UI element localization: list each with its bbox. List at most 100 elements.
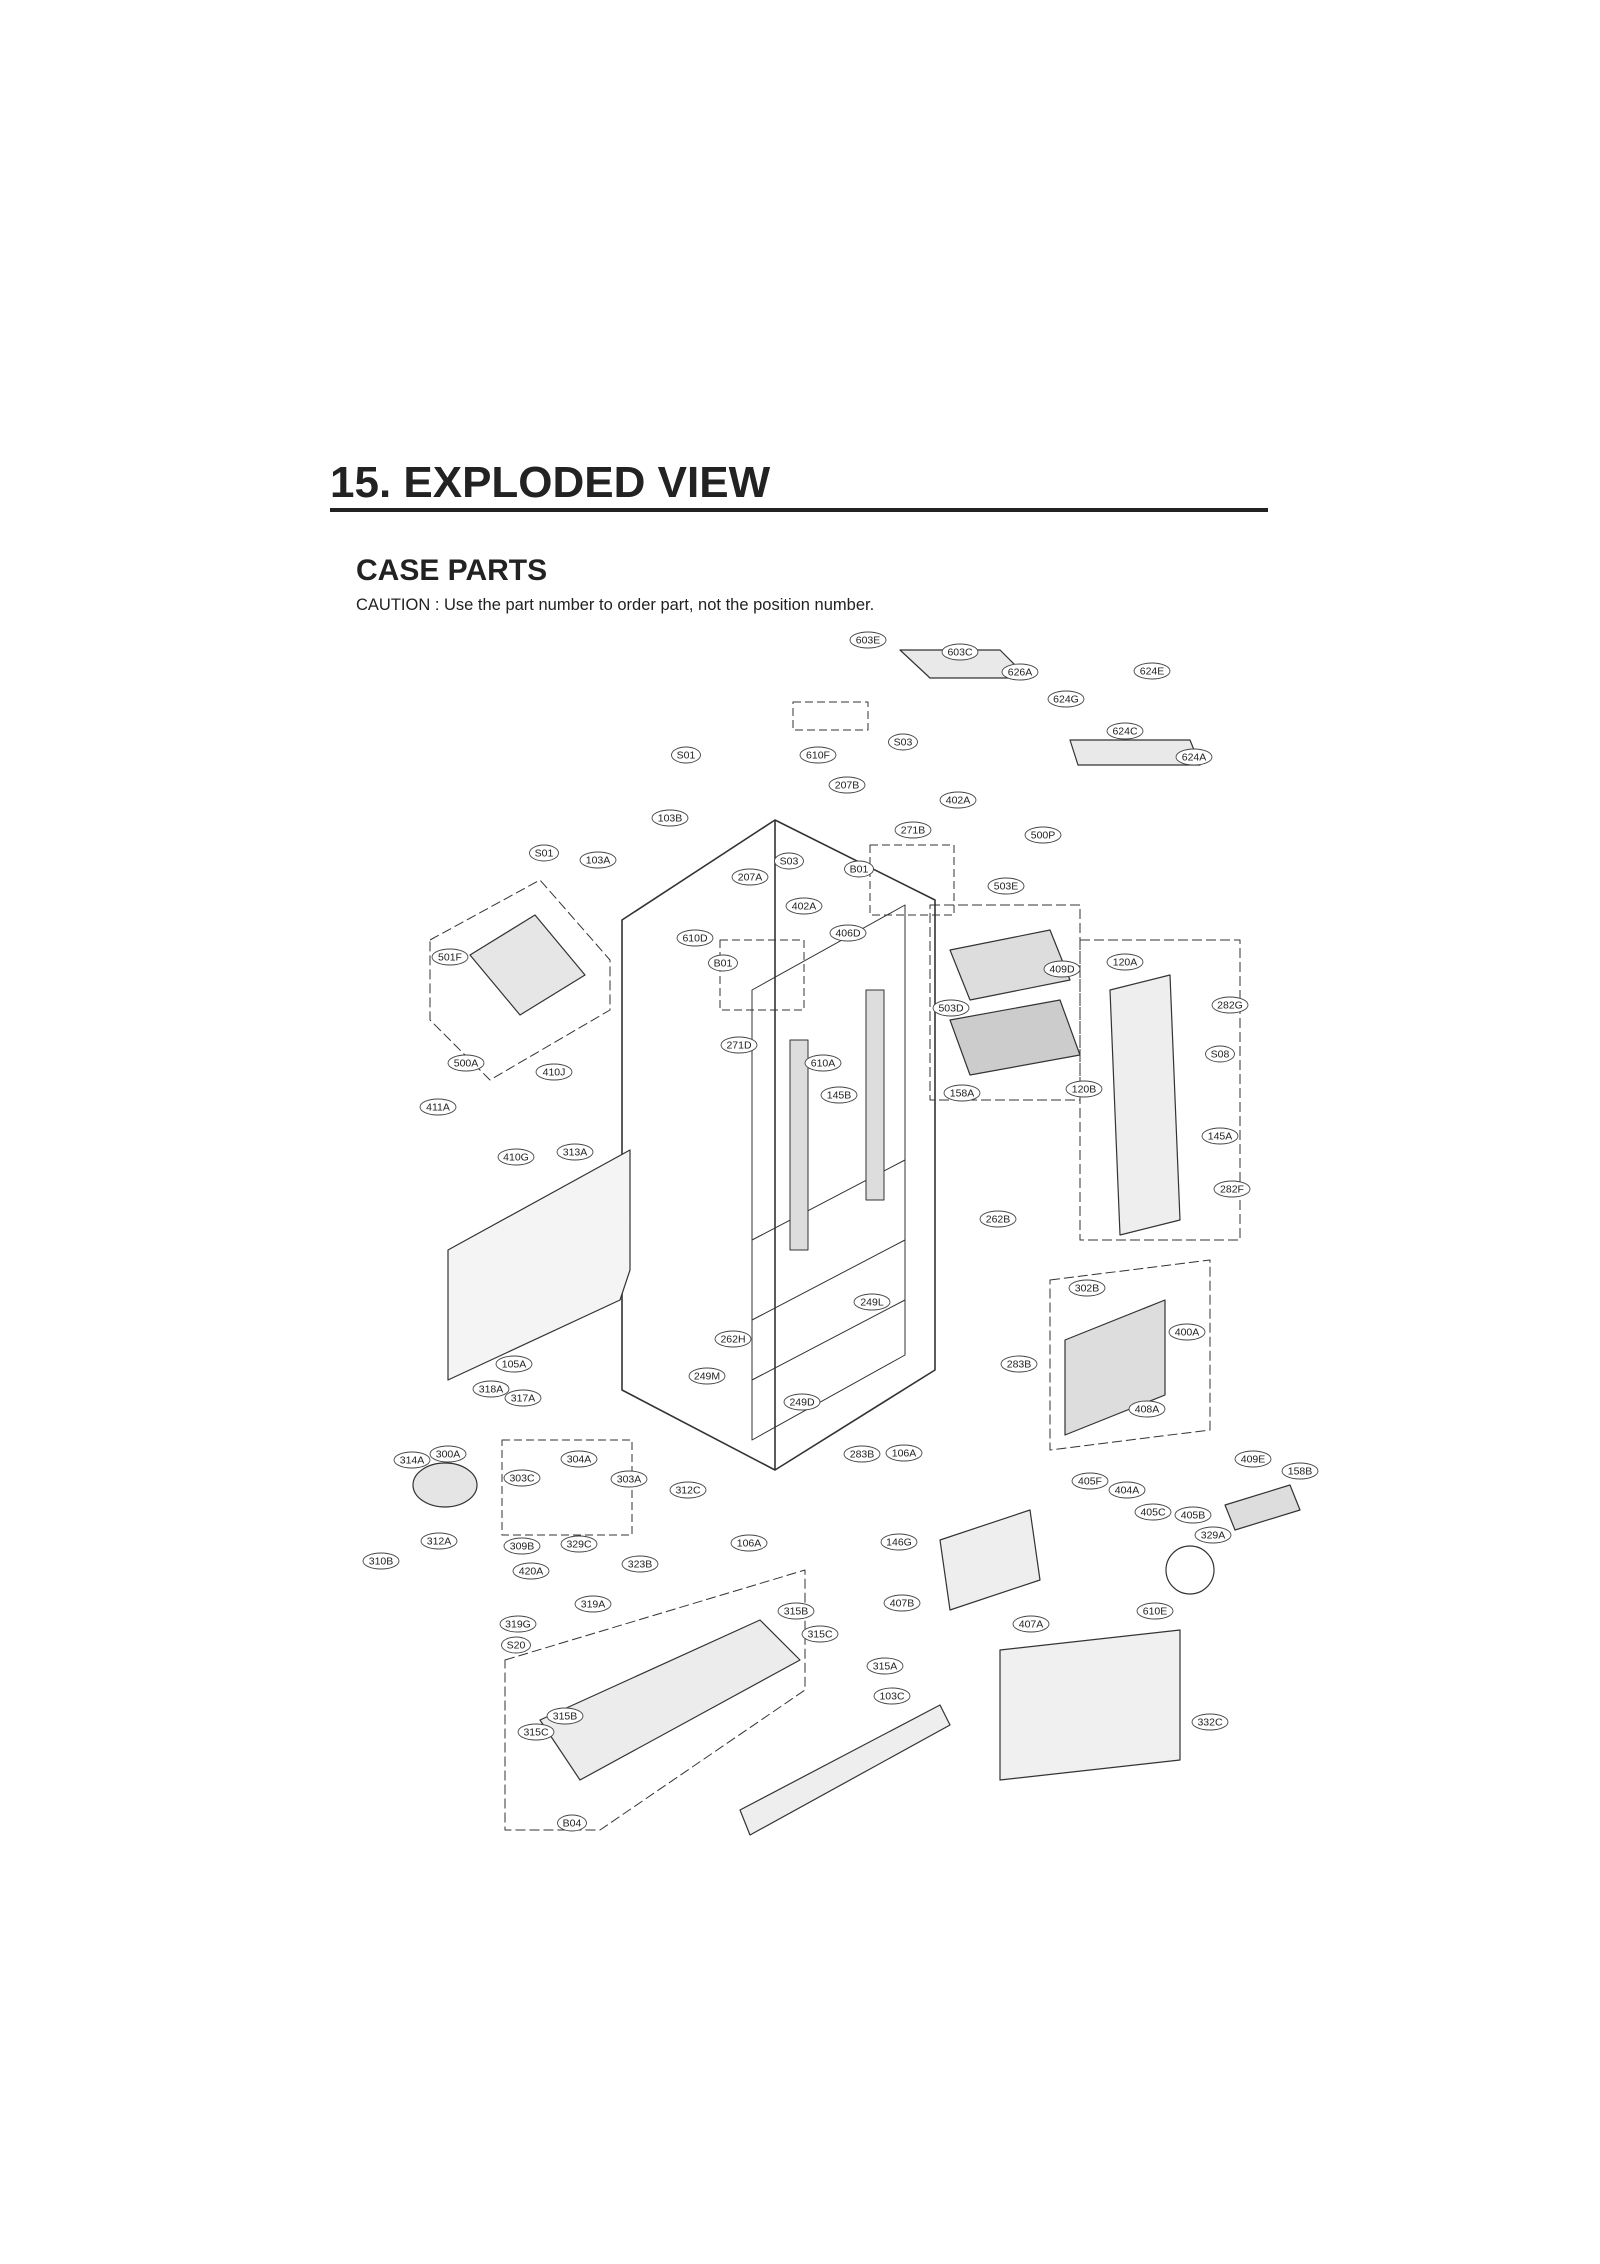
part-callout-label: B01 <box>850 864 869 876</box>
part-callout: 329C <box>560 1535 598 1553</box>
part-callout-bubble <box>1194 1526 1232 1544</box>
part-callout-bubble <box>556 1143 594 1161</box>
part-callout: 500P <box>1024 826 1062 844</box>
part-callout-bubble <box>419 1098 457 1116</box>
part-callout-bubble <box>987 877 1025 895</box>
part-callout: 400A <box>1168 1323 1206 1341</box>
cabinet-outline <box>621 819 936 1471</box>
part-callout: 624E <box>1133 662 1171 680</box>
part-callout: 120B <box>1065 1080 1103 1098</box>
part-callout-label: 302B <box>1075 1283 1100 1295</box>
part-callout: 314A <box>393 1451 431 1469</box>
part-callout-label: 409E <box>1241 1454 1266 1466</box>
part-callout-bubble <box>941 643 979 661</box>
part-callout-label: 500A <box>454 1058 479 1070</box>
part-callout-label: 303C <box>509 1473 535 1485</box>
part-callout-bubble <box>671 746 701 764</box>
part-callout-bubble <box>844 860 874 878</box>
part-callout: 405F <box>1071 1472 1109 1490</box>
part-callout: 158A <box>943 1084 981 1102</box>
part-callout-label: 405F <box>1078 1476 1102 1488</box>
part-callout-label: 249D <box>789 1397 815 1409</box>
part-callout-label: 404A <box>1115 1485 1140 1497</box>
part-callout-label: 603C <box>947 647 973 659</box>
part-callout-bubble <box>1205 1045 1235 1063</box>
part-callout: 262B <box>979 1210 1017 1228</box>
part-callout-label: 400A <box>1175 1327 1200 1339</box>
part-callout-bubble <box>1211 996 1249 1014</box>
part-callout: 319A <box>574 1595 612 1613</box>
part-callout-bubble <box>579 851 617 869</box>
part-callout-label: S03 <box>780 856 799 868</box>
part-callout-bubble <box>774 852 804 870</box>
part-callout-bubble <box>880 1533 918 1551</box>
part-callout-bubble <box>431 948 469 966</box>
part-callout: 207B <box>828 776 866 794</box>
part-callout-bubble <box>885 1444 923 1462</box>
part-callout: 207A <box>731 868 769 886</box>
part-callout-bubble <box>873 1687 911 1705</box>
part-callout-bubble <box>828 776 866 794</box>
part-callout-bubble <box>503 1469 541 1487</box>
part-callout-label: 610D <box>682 933 708 945</box>
part-callout-bubble <box>785 897 823 915</box>
part-callout: 610D <box>676 929 714 947</box>
part-callout-bubble <box>979 1210 1017 1228</box>
part-callout-bubble <box>720 1036 758 1054</box>
part-callout: 315A <box>866 1657 904 1675</box>
part-callout-bubble <box>1133 662 1171 680</box>
part-callout-bubble <box>1213 1180 1251 1198</box>
part-callout: 120A <box>1106 953 1144 971</box>
part-callout: 103A <box>579 851 617 869</box>
part-callout-bubble <box>1000 1355 1038 1373</box>
part-callout: 300A <box>429 1445 467 1463</box>
part-callout-label: 411A <box>426 1102 450 1114</box>
part-callout-label: 626A <box>1008 667 1033 679</box>
part-callout-bubble <box>894 821 932 839</box>
part-callout-label: 310B <box>369 1556 394 1568</box>
part-callout-label: B01 <box>714 958 733 970</box>
part-callout-label: 624A <box>1182 752 1207 764</box>
part-callout-label: 304A <box>567 1454 592 1466</box>
part-callout-label: S01 <box>535 848 554 860</box>
part-callout-label: 409D <box>1049 964 1075 976</box>
part-callout: 610A <box>804 1054 842 1072</box>
part-callout: 317A <box>504 1389 542 1407</box>
part-callout: 303A <box>610 1470 648 1488</box>
part-callout-bubble <box>1106 722 1144 740</box>
part-callout-label: 120A <box>1113 957 1138 969</box>
part-callout-label: 145B <box>827 1090 852 1102</box>
part-callout-label: 303A <box>617 1474 642 1486</box>
part-callout-label: 312C <box>675 1485 701 1497</box>
back-cover <box>447 1149 631 1381</box>
part-callout-bubble <box>883 1594 921 1612</box>
part-callout-label: 207A <box>738 872 763 884</box>
part-callout: 406D <box>829 924 867 942</box>
part-callout-bubble <box>1201 1127 1239 1145</box>
part-callout: 312C <box>669 1481 707 1499</box>
part-callout-label: 610E <box>1143 1606 1168 1618</box>
part-callout: 249D <box>783 1393 821 1411</box>
part-callout: 309B <box>503 1537 541 1555</box>
part-callout-bubble <box>429 1445 467 1463</box>
part-callout-bubble <box>799 746 837 764</box>
part-callout-bubble <box>1191 1713 1229 1731</box>
part-callout-label: 158B <box>1288 1466 1313 1478</box>
part-callout-bubble <box>669 1481 707 1499</box>
part-callout-label: 610A <box>811 1058 836 1070</box>
part-callout-bubble <box>362 1552 400 1570</box>
page-title: 15. EXPLODED VIEW <box>330 458 771 507</box>
part-callout: 313A <box>556 1143 594 1161</box>
part-callout: 409D <box>1043 960 1081 978</box>
part-callout-bubble <box>731 868 769 886</box>
part-callout-label: 332C <box>1197 1717 1223 1729</box>
part-callout: 500A <box>447 1054 485 1072</box>
part-callout: 304A <box>560 1450 598 1468</box>
part-callout: B04 <box>557 1814 587 1832</box>
part-callout: B01 <box>844 860 874 878</box>
part-callout: 407B <box>883 1594 921 1612</box>
part-callout-label: 315B <box>784 1606 809 1618</box>
part-callout-label: 319G <box>505 1619 531 1631</box>
part-callout-label: 315C <box>523 1727 549 1739</box>
